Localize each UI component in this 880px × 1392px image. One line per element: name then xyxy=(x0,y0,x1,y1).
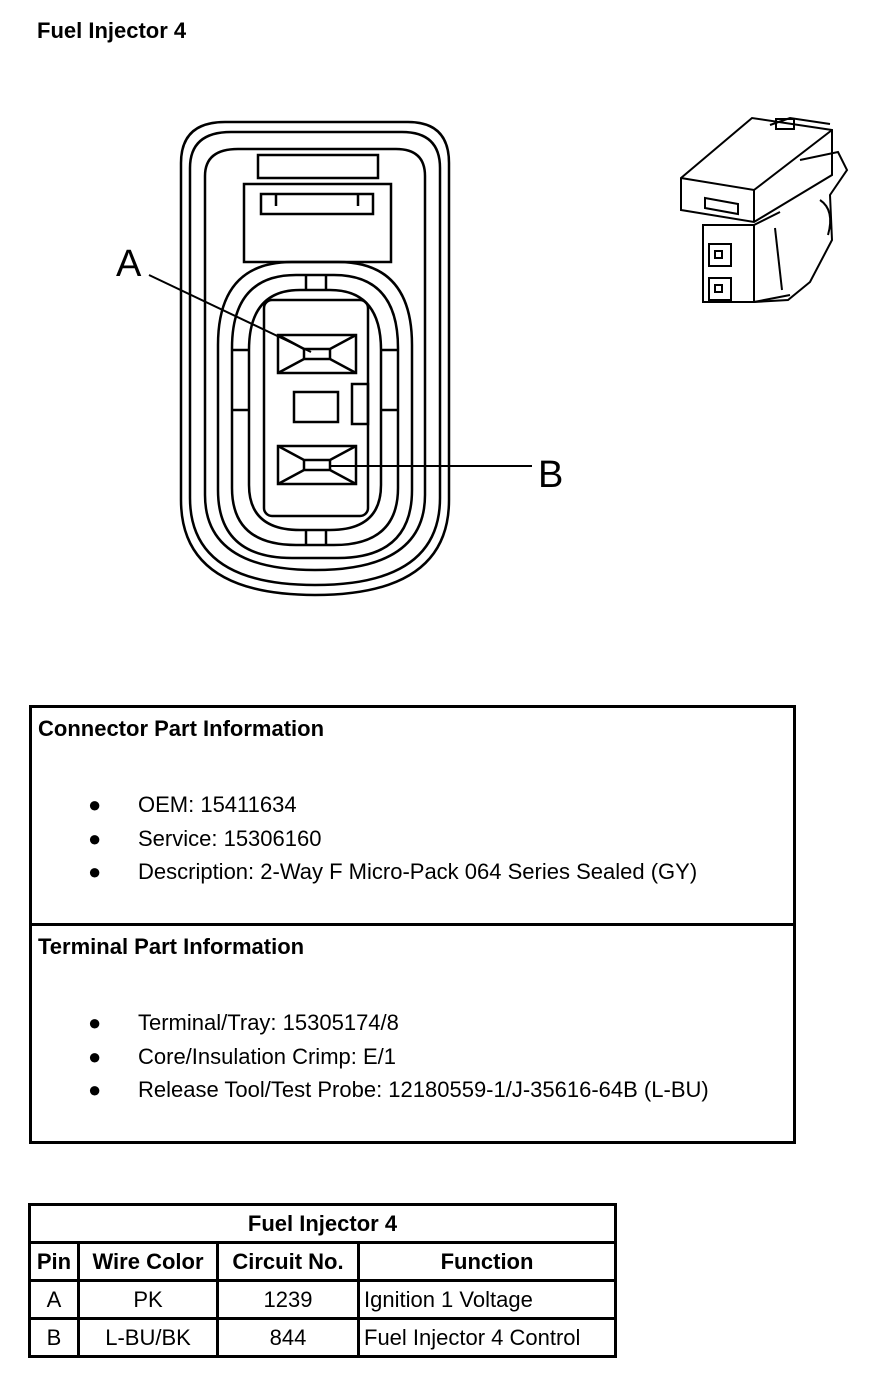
bullet-icon: ● xyxy=(88,1010,102,1035)
seal-ring-inner xyxy=(230,273,400,547)
cell-pin: A xyxy=(28,1279,80,1320)
connector-part-info-list: ●OEM: 15411634 ●Service: 15306160 ●Descr… xyxy=(32,788,697,889)
cell-function: Fuel Injector 4 Control xyxy=(357,1317,617,1358)
header-circuit-no: Circuit No. xyxy=(216,1241,360,1282)
seal-ring-outer xyxy=(216,260,414,560)
list-item: ●Description: 2-Way F Micro-Pack 064 Ser… xyxy=(32,855,697,889)
header-function: Function xyxy=(357,1241,617,1282)
list-item: ●Service: 15306160 xyxy=(32,822,697,856)
list-item: ●OEM: 15411634 xyxy=(32,788,697,822)
pin-label-b: B xyxy=(538,454,563,496)
bullet-icon: ● xyxy=(88,1077,102,1102)
bullet-icon: ● xyxy=(88,859,102,884)
bullet-icon: ● xyxy=(88,1043,102,1069)
connector-isometric-view xyxy=(680,116,849,303)
terminal-part-info-heading: Terminal Part Information xyxy=(38,934,305,959)
table-title-row: Fuel Injector 4 xyxy=(28,1203,617,1244)
center-key xyxy=(292,390,340,424)
terminal-b-cavity xyxy=(276,444,358,486)
cell-wire-color: L-BU/BK xyxy=(77,1317,219,1358)
latch xyxy=(256,153,380,180)
leader-line-a xyxy=(148,274,312,353)
housing-inner-2 xyxy=(203,147,427,572)
terminal-part-info-box: Terminal Part Information ●Terminal/Tray… xyxy=(29,923,796,1144)
housing-outer xyxy=(179,120,451,597)
connector-face-view: A B xyxy=(116,120,563,597)
connector-part-info-box: Connector Part Information ●OEM: 1541163… xyxy=(29,705,796,926)
pin-table: Fuel Injector 4 Pin Wire Color Circuit N… xyxy=(28,1203,617,1358)
header-pin: Pin xyxy=(28,1241,80,1282)
list-item: ●Release Tool/Test Probe: 12180559-1/J-3… xyxy=(32,1073,709,1107)
cell-wire-color: PK xyxy=(77,1279,219,1320)
list-item: ●Core/Insulation Crimp: E/1 xyxy=(32,1040,709,1074)
table-header-row: Pin Wire Color Circuit No. Function xyxy=(28,1241,617,1282)
cell-pin: B xyxy=(28,1317,80,1358)
pin-label-a: A xyxy=(116,243,142,285)
terminal-a-cavity xyxy=(276,333,358,375)
table-title: Fuel Injector 4 xyxy=(28,1203,617,1244)
terminal-part-info-list: ●Terminal/Tray: 15305174/8 ●Core/Insulat… xyxy=(32,1006,709,1107)
housing-inner-1 xyxy=(188,130,442,587)
connector-part-info-heading: Connector Part Information xyxy=(38,716,325,741)
cell-function: Ignition 1 Voltage xyxy=(357,1279,617,1320)
header-wire-color: Wire Color xyxy=(77,1241,219,1282)
list-item: ●Terminal/Tray: 15305174/8 xyxy=(32,1006,709,1040)
bullet-icon: ● xyxy=(88,825,102,851)
table-row: B L-BU/BK 844 Fuel Injector 4 Control xyxy=(28,1317,617,1358)
bullet-icon: ● xyxy=(88,792,102,817)
page-title: Fuel Injector 4 xyxy=(37,18,187,43)
cell-circuit-no: 844 xyxy=(216,1317,360,1358)
cell-circuit-no: 1239 xyxy=(216,1279,360,1320)
table-row: A PK 1239 Ignition 1 Voltage xyxy=(28,1279,617,1320)
